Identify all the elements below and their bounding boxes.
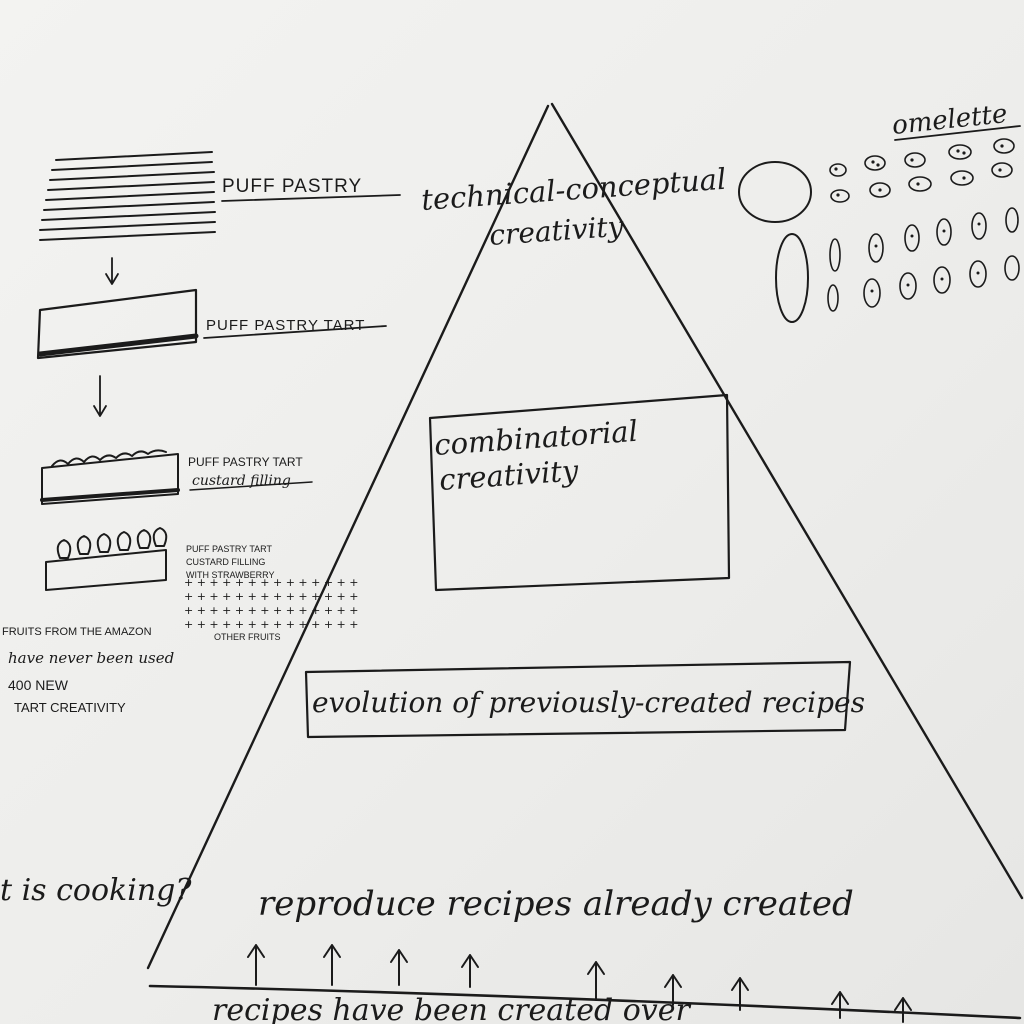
top-label-line2: creativity [488,210,626,252]
down-arrow-1 [105,257,119,285]
note-line1: FRUITS FROM THE AMAZON [2,626,152,638]
top-label-line1: technical-conceptual [420,162,727,217]
svg-text:+ + + + + + + + + + + + + +: + + + + + + + + + + + + + + [184,604,359,617]
evolution-label: evolution of previously-created recipes [312,686,865,719]
omelette-dots [834,144,1004,293]
step4-label-line1: PUFF PASTRY TART [186,544,273,554]
fruit-grid-marks: + + + + + + + + + + + + + + + + + + + + … [184,576,359,631]
omelette-variations [827,138,1020,312]
pyramid: technical-conceptual creativity combinat… [146,102,1024,1024]
svg-text:+ + + + + + + + + + + + + +: + + + + + + + + + + + + + + [184,618,359,631]
combinatorial-box [428,393,731,592]
base-label: reproduce recipes already created [258,884,854,924]
left-question: t is cooking? [0,873,192,908]
round-omelette [738,161,812,223]
note-line2: have never been used [8,649,174,667]
other-fruits-label: OTHER FRUITS [214,632,281,642]
omelette-sketch: omelette [738,99,1021,323]
puff-pastry-layers [39,151,216,241]
evolution-box [304,660,852,739]
down-arrow-2 [93,375,107,417]
note-line3: 400 NEW [8,677,69,693]
step4-label-line3: WITH STRAWBERRY [186,570,275,580]
bottom-label: recipes have been created over [212,993,691,1024]
base-arrows [247,944,912,1023]
svg-text:+ + + + + + + + + + + + + +: + + + + + + + + + + + + + + [184,576,359,589]
tart-with-strawberry [45,527,168,591]
tart-sequence: PUFF PASTRY PUFF PASTRY TART PUFF PASTRY… [36,151,401,642]
middle-box-line1: combinatorial [433,414,639,462]
notes: FRUITS FROM THE AMAZON have never been u… [2,626,174,715]
step2-label: PUFF PASTRY TART [206,317,365,334]
pyramid-right-edge [550,102,1024,900]
step4-label-line2: CUSTARD FILLING [186,557,265,567]
pyramid-left-edge [146,104,550,970]
pyramid-base-line [148,984,1022,1020]
svg-text:+ + + + + + + + + + + + + +: + + + + + + + + + + + + + + [184,590,359,603]
step3-label-line1: PUFF PASTRY TART [188,455,303,469]
tart-shell [36,288,198,360]
tart-with-custard [40,449,180,505]
step1-label: PUFF PASTRY [222,176,362,197]
note-line4: TART CREATIVITY [14,700,126,715]
folded-omelette [775,233,809,323]
